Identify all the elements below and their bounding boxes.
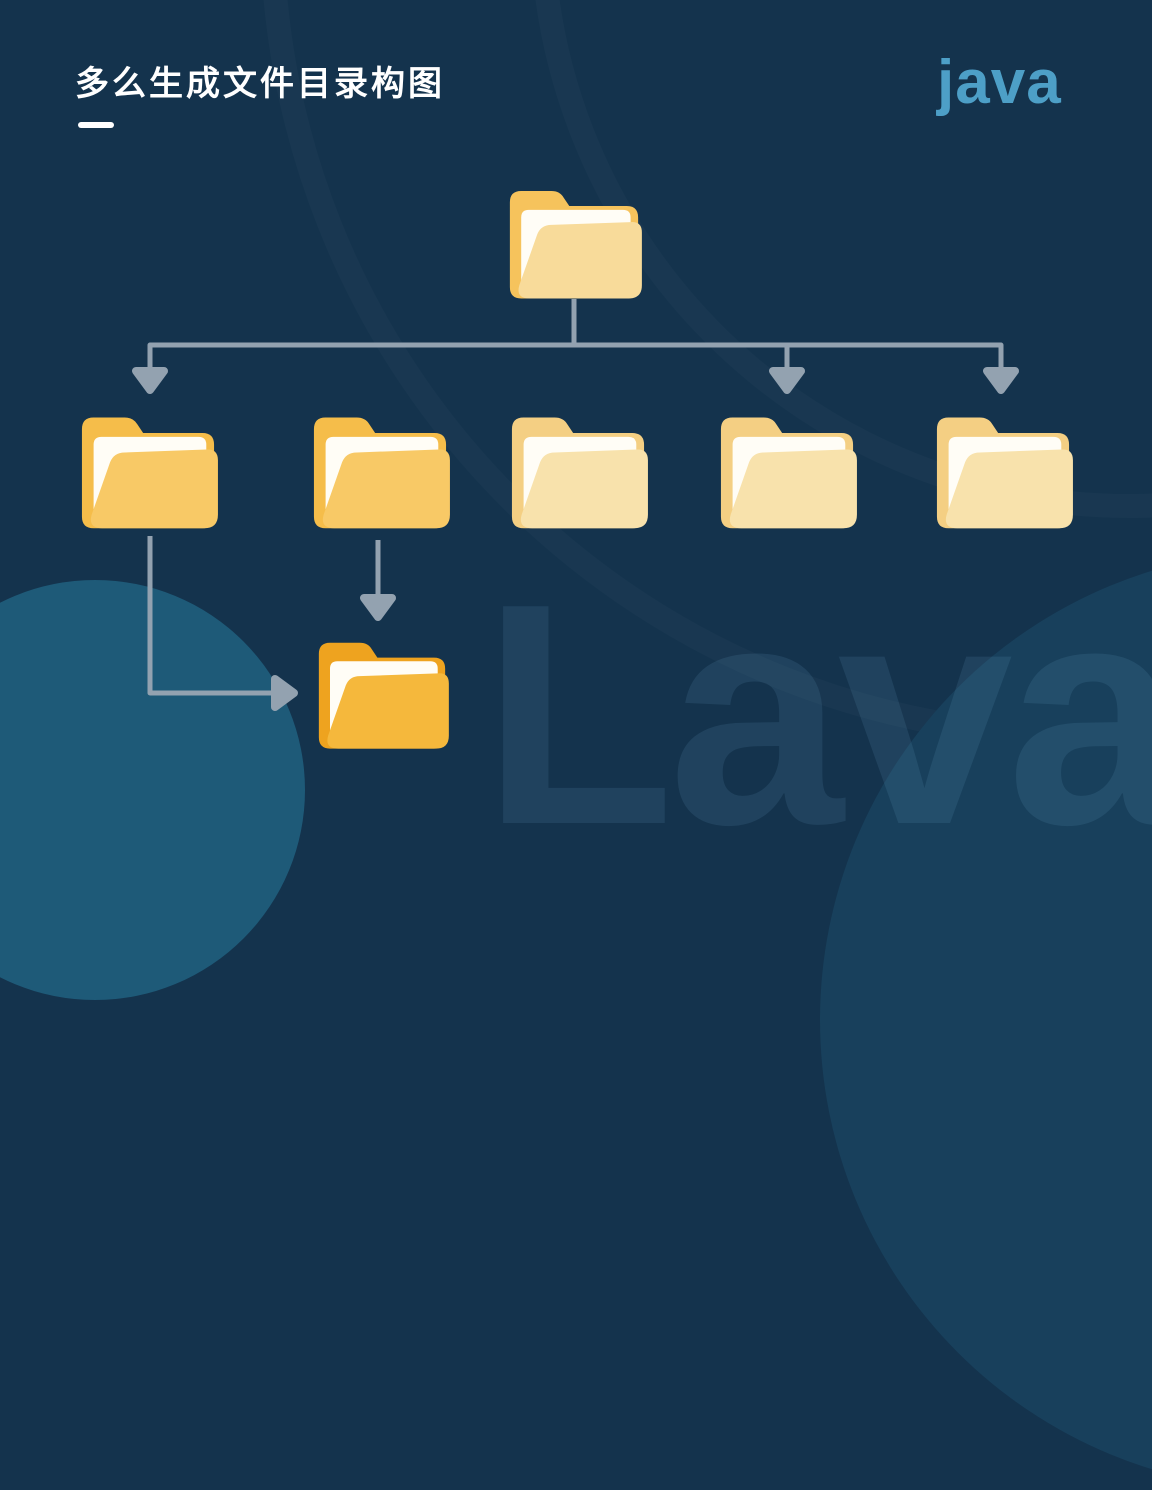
poster-canvas: { "header": { "title": "多么生成文件目录构图", "br… bbox=[0, 48, 1152, 1490]
child-folder-4-icon bbox=[720, 417, 857, 529]
page-title: 多么生成文件目录构图 bbox=[75, 65, 445, 103]
child-folder-5-icon bbox=[936, 417, 1073, 529]
grandchild-folder-icon bbox=[318, 642, 449, 749]
root-folder-icon bbox=[509, 190, 642, 299]
child-folder-1-icon bbox=[81, 417, 218, 529]
watermark-text: Lava bbox=[482, 538, 1152, 890]
child-folder-2-icon bbox=[313, 417, 450, 529]
arrowhead-down-child1 bbox=[132, 367, 168, 394]
java-logo: java bbox=[937, 48, 1062, 117]
title-underline bbox=[78, 122, 114, 128]
decor-circle-bottom-left bbox=[0, 580, 305, 1000]
arrowhead-down-grandchild bbox=[360, 594, 396, 621]
child-folder-3-icon bbox=[511, 417, 648, 529]
